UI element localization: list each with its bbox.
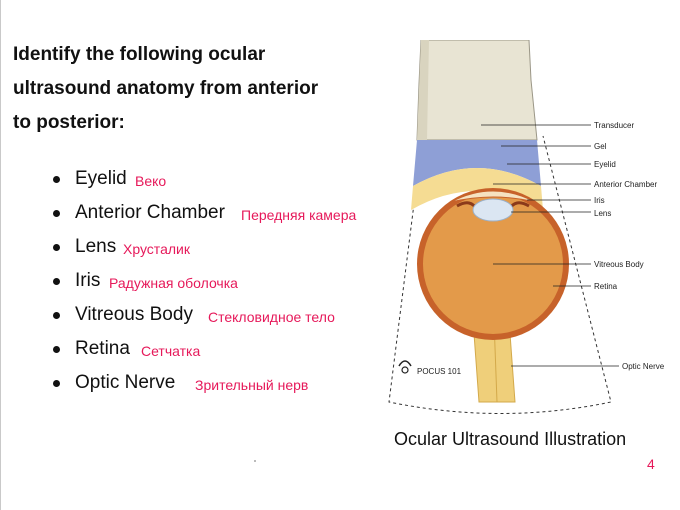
bullet-icon xyxy=(53,380,60,387)
label-transducer: Transducer xyxy=(594,121,635,130)
ultrasound-fan xyxy=(388,135,612,414)
item-russian: Стекловидное тело xyxy=(208,309,335,325)
bullet-icon xyxy=(53,312,60,319)
anterior-chamber-shape xyxy=(450,190,536,203)
label-optic-nerve: Optic Nerve xyxy=(622,362,665,371)
label-retina: Retina xyxy=(594,282,618,291)
item-russian: Сетчатка xyxy=(141,343,201,359)
probe-logo-icon xyxy=(398,360,412,367)
lens-shape xyxy=(472,198,514,222)
item-english: Lens xyxy=(75,236,117,257)
diagram-caption: Ocular Ultrasound Illustration xyxy=(394,429,627,449)
item-russian: Веко xyxy=(135,173,167,189)
label-iris: Iris xyxy=(594,196,605,205)
bullet-icon xyxy=(53,210,60,217)
transducer-shade xyxy=(417,40,429,140)
label-gel: Gel xyxy=(594,142,607,151)
slide-heading: Identify the following ocular ultrasound… xyxy=(13,38,353,140)
item-english: Anterior Chamber xyxy=(75,202,225,223)
heading-line-3: to posterior: xyxy=(13,112,125,133)
pocus-logo: POCUS 101 xyxy=(398,360,462,376)
item-english: Eyelid xyxy=(75,168,127,189)
item-english: Iris xyxy=(75,270,101,291)
item-russian: Хрусталик xyxy=(123,241,190,257)
label-anterior-chamber: Anterior Chamber xyxy=(594,180,657,189)
bullet-icon xyxy=(53,244,60,251)
item-english: Optic Nerve xyxy=(75,372,176,393)
item-russian: Зрительный нерв xyxy=(195,377,309,393)
ocular-ultrasound-diagram: Transducer Gel Eyelid Anterior Chamber I… xyxy=(388,40,665,414)
heading-line-1: Identify the following ocular xyxy=(13,44,266,65)
leader-lines xyxy=(481,124,619,367)
bullet-icon xyxy=(53,278,60,285)
item-english: Retina xyxy=(75,338,130,359)
bullet-icon xyxy=(53,176,60,183)
logo-text: POCUS 101 xyxy=(417,367,462,376)
item-english: Vitreous Body xyxy=(75,304,193,325)
bullet-icon xyxy=(53,346,60,353)
label-eyelid: Eyelid xyxy=(594,160,616,169)
page-number: 4 xyxy=(647,456,655,472)
gel-layer xyxy=(413,140,541,186)
decorative-dot xyxy=(254,460,256,462)
heading-line-2: ultrasound anatomy from anterior xyxy=(13,78,319,99)
label-lens: Lens xyxy=(594,209,611,218)
item-russian: Радужная оболочка xyxy=(109,275,238,291)
eyelid-layer xyxy=(411,168,543,210)
item-russian: Передняя камера xyxy=(241,207,357,223)
label-vitreous-body: Vitreous Body xyxy=(594,260,644,269)
